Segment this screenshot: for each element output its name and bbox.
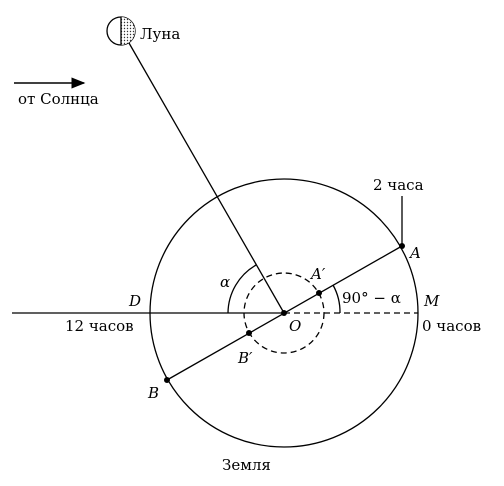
- point-a-dot: [399, 243, 405, 249]
- point-d-label: D: [128, 292, 141, 310]
- alpha-arc: [227, 264, 257, 314]
- point-a-prime-label: A′: [309, 265, 326, 283]
- zero-hours-label: 0 часов: [422, 317, 481, 335]
- angle-90-minus-alpha-label: 90° − α: [342, 289, 401, 307]
- alpha-label: α: [220, 273, 230, 291]
- two-hours-label: 2 часа: [373, 176, 424, 194]
- moon-line: [128, 42, 285, 314]
- point-b-prime-label: B′: [237, 349, 253, 367]
- earth-label: Земля: [222, 456, 271, 474]
- point-m-label: M: [423, 292, 440, 310]
- ninety-minus-alpha-arc: [332, 284, 341, 314]
- point-a-prime-dot: [316, 290, 322, 296]
- point-o-dot: [281, 310, 287, 316]
- point-o-label: O: [289, 317, 301, 335]
- point-b-dot: [164, 377, 170, 383]
- moon-shaded-half: [121, 17, 135, 45]
- point-b-prime-dot: [246, 330, 252, 336]
- moon-label: Луна: [140, 25, 180, 43]
- point-a-label: A: [408, 244, 421, 262]
- point-b-label: B: [147, 384, 159, 402]
- from-sun-label: от Солнца: [18, 90, 99, 108]
- twelve-hours-label: 12 часов: [65, 317, 134, 335]
